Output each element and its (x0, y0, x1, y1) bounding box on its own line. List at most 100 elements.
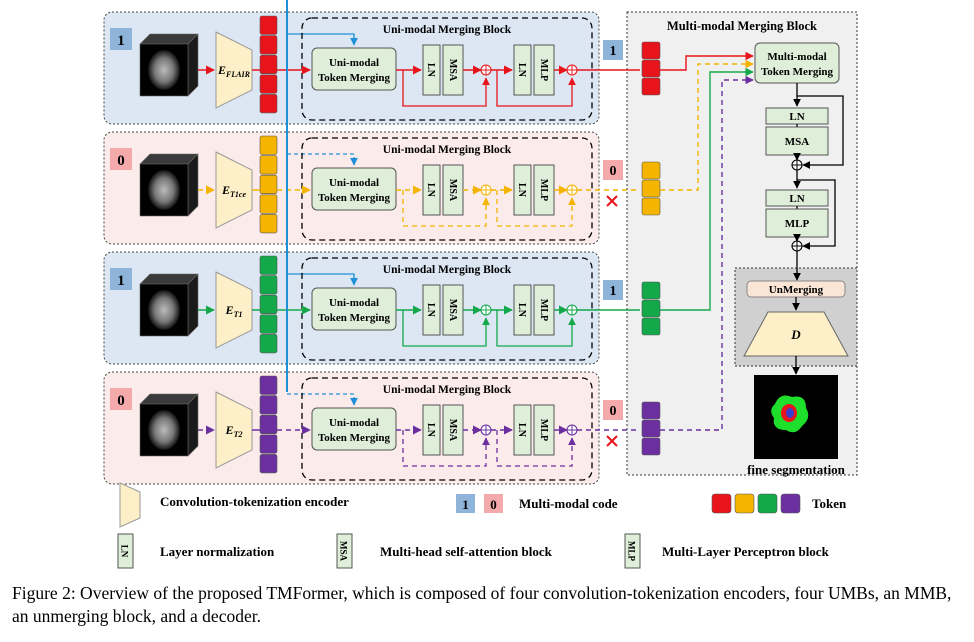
route-to-mm-merging (660, 59, 754, 191)
msa-label: MSA (447, 59, 458, 82)
encoder-trapezoid (215, 391, 253, 469)
mri-brain (148, 170, 180, 210)
legend-mlp-icon (624, 533, 641, 569)
encoder-trapezoid (215, 31, 253, 109)
umb-title: Uni-modal Merging Block (383, 24, 512, 36)
token-merging-box (311, 287, 397, 331)
code-badge (110, 28, 132, 50)
skip-branch (287, 33, 358, 46)
mmb-title: Multi-modal Merging Block (667, 19, 817, 33)
legend-ln-icon (117, 533, 134, 569)
ln-box (422, 44, 441, 96)
token-cell (259, 54, 278, 75)
code-badge-label: 0 (117, 393, 125, 409)
route-to-mm-merging (660, 51, 754, 71)
residual-1 (402, 310, 490, 347)
token-merging-line2: Token Merging (318, 312, 391, 324)
token-cell (259, 314, 278, 334)
mm-code-box (603, 400, 623, 420)
residual-1 (402, 430, 490, 467)
legend-ln-text: Layer normalization (160, 544, 275, 559)
residual-2 (496, 310, 576, 347)
mmb-token-cell (641, 77, 661, 96)
mmb-token-cell (641, 437, 661, 456)
encoder-subscript: T1ce (230, 190, 246, 199)
mri-brain (148, 290, 180, 330)
mri-cube-side (187, 393, 199, 457)
msa-label: MSA (447, 299, 458, 322)
legend-token-text: Token (812, 496, 847, 511)
token-merging-line1: Uni-modal (329, 417, 379, 429)
mmb-token-cell (641, 317, 661, 336)
umb-box (301, 257, 593, 361)
add-node-1-sign (481, 425, 491, 435)
token-merging-line2: Token Merging (318, 432, 391, 444)
legend-msa-icon-label: MSA (339, 541, 349, 562)
mri-brain (148, 410, 180, 450)
legend-token-swatch (780, 493, 801, 514)
token-cell (259, 454, 278, 474)
route-to-mm-merging (660, 67, 754, 311)
code-badge (110, 268, 132, 290)
ln-label: LN (425, 303, 436, 318)
legend: Convolution-tokenization encoder 1 0 Mul… (117, 482, 847, 569)
token-cell (259, 434, 278, 454)
token-cell (259, 375, 278, 395)
encoder-subscript: FLAIR (225, 70, 251, 79)
token-merging-line2: Token Merging (318, 72, 391, 84)
token-cell (259, 414, 278, 435)
mm-code-box (603, 280, 623, 300)
ln-box (422, 164, 441, 216)
legend-mm-code-text: Multi-modal code (519, 496, 618, 511)
ln-box-2 (513, 404, 532, 456)
route-to-mm-merging (660, 75, 754, 431)
umb-title: Uni-modal Merging Block (383, 264, 512, 276)
ln-box-2 (513, 44, 532, 96)
residual-2 (496, 70, 576, 107)
mm-code-box (603, 160, 623, 180)
fine-segmentation-label: fine segmentation (747, 462, 846, 477)
token-cell (259, 155, 278, 175)
decoder-label: D (790, 327, 801, 342)
umb-box (301, 377, 593, 481)
legend-encoder-text: Convolution-tokenization encoder (160, 494, 349, 509)
code-badge-label: 0 (117, 153, 125, 169)
token-merging-line1: Uni-modal (329, 297, 379, 309)
mmb-residual-1 (797, 95, 844, 169)
code-badge (110, 388, 132, 410)
legend-msa-icon (336, 533, 353, 569)
mm-token-merging-line2: Token Merging (761, 66, 834, 78)
token-cell (259, 174, 278, 194)
mri-cube-side (187, 153, 199, 217)
encoder-subscript: T1 (234, 310, 243, 319)
legend-ln-icon-label: LN (120, 545, 130, 558)
mlp-label: MLP (538, 299, 549, 321)
token-merging-line1: Uni-modal (329, 177, 379, 189)
token-merging-line1: Uni-modal (329, 57, 379, 69)
drop-mark (606, 435, 618, 447)
umb-box (301, 17, 593, 121)
token-cell (259, 35, 278, 55)
code-badge (110, 148, 132, 170)
code-badge-label: 1 (117, 33, 125, 49)
code-badge-label: 1 (117, 273, 125, 289)
mri-cube-side (187, 33, 199, 97)
legend-encoder-icon (119, 482, 141, 528)
residual-2 (496, 430, 576, 467)
mm-code-label: 1 (610, 44, 617, 59)
legend-token-swatch (711, 493, 732, 514)
encoder-trapezoid (215, 151, 253, 229)
mm-code-label: 0 (610, 404, 617, 419)
legend-token-swatch (734, 493, 755, 514)
mlp-label: MLP (538, 59, 549, 81)
mmb-ln-1-label: LN (789, 111, 804, 123)
skip-branch (287, 153, 358, 166)
mm-code-label: 1 (610, 284, 617, 299)
mmb-residual-2 (797, 179, 836, 250)
ln-box (422, 284, 441, 336)
encoder-trapezoid (215, 271, 253, 349)
unmerging-label: UnMerging (769, 284, 824, 296)
add-node-1-sign (481, 185, 491, 195)
